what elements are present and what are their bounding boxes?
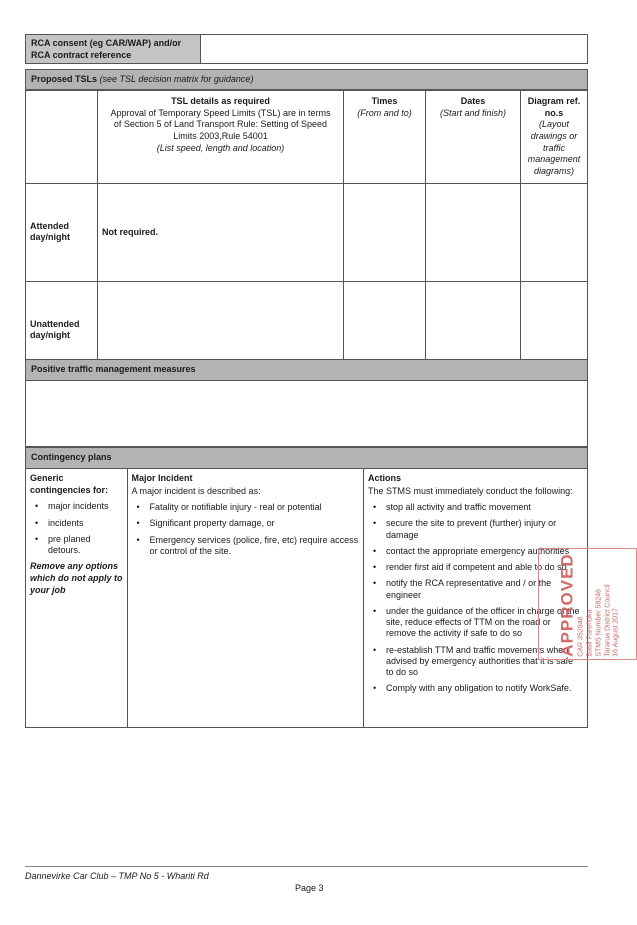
times-header: Times (From and to) — [343, 90, 426, 184]
positive-measures-header: Positive traffic management measures — [25, 359, 588, 381]
tsl-details-header: TSL details as required Approval of Temp… — [97, 90, 344, 184]
footer-left: Dannevirke Car Club – TMP No 5 - Whariti… — [25, 871, 209, 881]
approval-stamp: APPROVED CAR 352948 Basil Parehuka STMS … — [538, 548, 637, 660]
attended-diagram-value[interactable] — [520, 182, 588, 282]
major-incident-intro: A major incident is described as: — [131, 486, 261, 496]
generic-contingencies-cell: Generic contingencies for: major inciden… — [25, 468, 128, 728]
attended-times-value[interactable] — [343, 182, 426, 282]
contingency-table: Generic contingencies for: major inciden… — [25, 468, 588, 728]
dates-header: Dates (Start and finish) — [425, 90, 521, 184]
list-item: incidents — [30, 518, 123, 530]
rca-consent-value[interactable] — [202, 35, 587, 63]
major-incident-cell: Major Incident A major incident is descr… — [126, 468, 364, 728]
list-item: Emergency services (police, fire, etc) r… — [132, 535, 360, 558]
stamp-car-number: CAR 352948 — [577, 616, 585, 657]
list-item: render first aid if competent and able t… — [368, 562, 583, 574]
rca-consent-label: RCA consent (eg CAR/WAP) and/or RCA cont… — [26, 35, 201, 63]
page-number: Page 3 — [295, 883, 324, 893]
list-item: pre planed detours. — [30, 534, 123, 557]
list-item: contact the appropriate emergency author… — [368, 546, 583, 558]
list-item: notify the RCA representative and / or t… — [368, 578, 583, 601]
proposed-tsls-note: (see TSL decision matrix for guidance) — [99, 74, 254, 84]
list-item: secure the site to prevent (further) inj… — [368, 518, 583, 541]
list-item: Comply with any obligation to notify Wor… — [368, 683, 583, 695]
stamp-stms-number: STMS Number 58246 — [595, 589, 603, 657]
contingency-header: Contingency plans — [25, 447, 588, 469]
list-item: re-establish TTM and traffic movements w… — [368, 645, 583, 679]
positive-measures-body[interactable] — [25, 380, 588, 447]
stamp-approved-word: APPROVED — [557, 553, 577, 657]
generic-title: Generic contingencies for: — [30, 473, 109, 495]
generic-note: Remove any options which do not apply to… — [30, 561, 123, 595]
tsl-table: TSL details as required Approval of Temp… — [25, 90, 588, 380]
stamp-council: Tararua District Council — [604, 584, 611, 657]
attended-dates-value[interactable] — [425, 182, 521, 282]
actions-title: Actions — [368, 473, 402, 483]
list-item: under the guidance of the officer in cha… — [368, 606, 583, 640]
list-item: Significant property damage, or — [132, 518, 360, 530]
diagram-header: Diagram ref. no.s (Layout drawings or tr… — [520, 90, 588, 184]
positive-measures-title: Positive traffic management measures — [31, 364, 196, 374]
actions-list: stop all activity and traffic movement s… — [368, 502, 583, 695]
contingency-title: Contingency plans — [31, 452, 112, 462]
actions-cell: Actions The STMS must immediately conduc… — [363, 468, 588, 728]
actions-intro: The STMS must immediately conduct the fo… — [368, 486, 573, 496]
major-incident-list: Fatality or notifiable injury - real or … — [132, 502, 360, 557]
list-item: major incidents — [30, 501, 123, 513]
attended-label: Attended day/night — [25, 182, 98, 282]
generic-list: major incidents incidents pre planed det… — [30, 501, 123, 556]
tsl-header-row: TSL details as required Approval of Temp… — [25, 90, 588, 184]
major-incident-title: Major Incident — [131, 473, 193, 483]
stamp-name: Basil Parehuka — [586, 609, 594, 657]
rca-consent-row: RCA consent (eg CAR/WAP) and/or RCA cont… — [25, 34, 588, 64]
footer-divider — [25, 866, 588, 867]
tsl-row-attended: Attended day/night Not required. — [25, 182, 588, 282]
list-item: stop all activity and traffic movement — [368, 502, 583, 514]
attended-tsl-value[interactable]: Not required. — [97, 182, 344, 282]
stamp-date: 16 August 2017 — [612, 608, 620, 657]
list-item: Fatality or notifiable injury - real or … — [132, 502, 360, 514]
proposed-tsls-header: Proposed TSLs (see TSL decision matrix f… — [25, 69, 588, 90]
proposed-tsls-title: Proposed TSLs — [31, 74, 98, 84]
